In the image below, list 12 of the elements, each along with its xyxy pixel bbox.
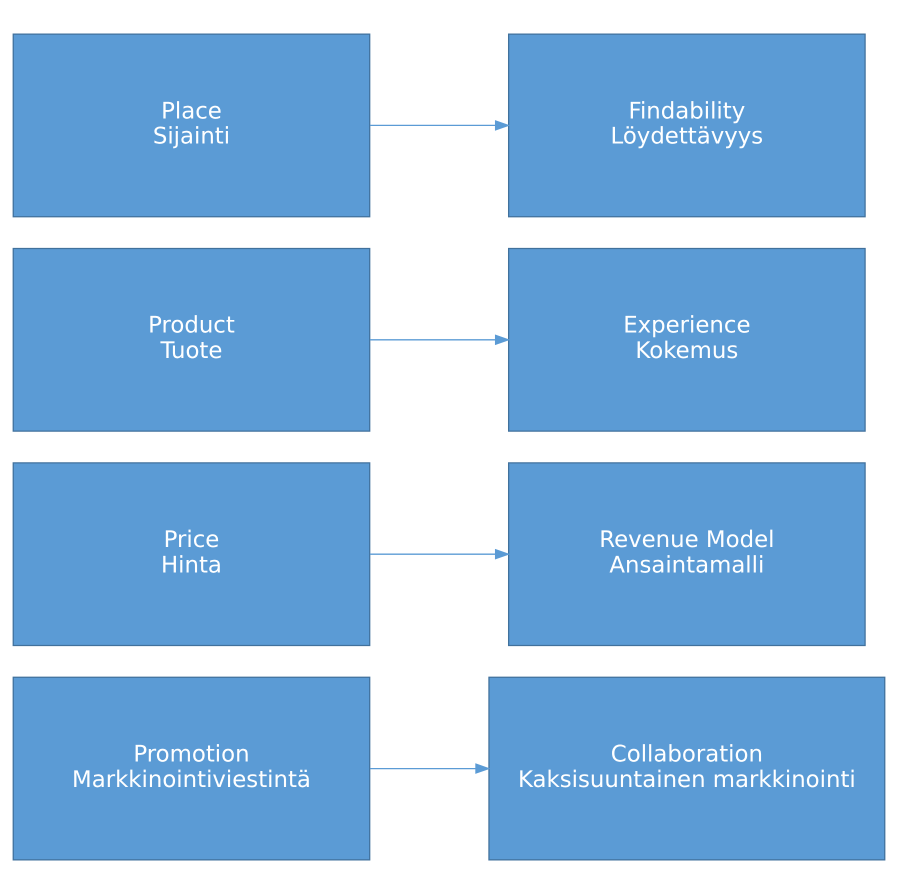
arrow xyxy=(370,763,491,774)
node-box: Place Sijainti xyxy=(12,33,370,218)
node-box: Price Hinta xyxy=(12,462,370,646)
node-box: Collaboration Kaksisuuntainen markkinointi xyxy=(488,676,886,861)
node-box: Promotion Markkinointiviestintä xyxy=(12,676,370,861)
node-box: Findability Löydettävyys xyxy=(508,33,866,218)
arrow xyxy=(370,120,510,131)
node-box: Experience Kokemus xyxy=(508,248,866,432)
arrow xyxy=(370,334,510,346)
arrow xyxy=(370,548,510,560)
node-box: Product Tuote xyxy=(12,248,370,432)
node-box: Revenue Model Ansaintamalli xyxy=(508,462,866,646)
